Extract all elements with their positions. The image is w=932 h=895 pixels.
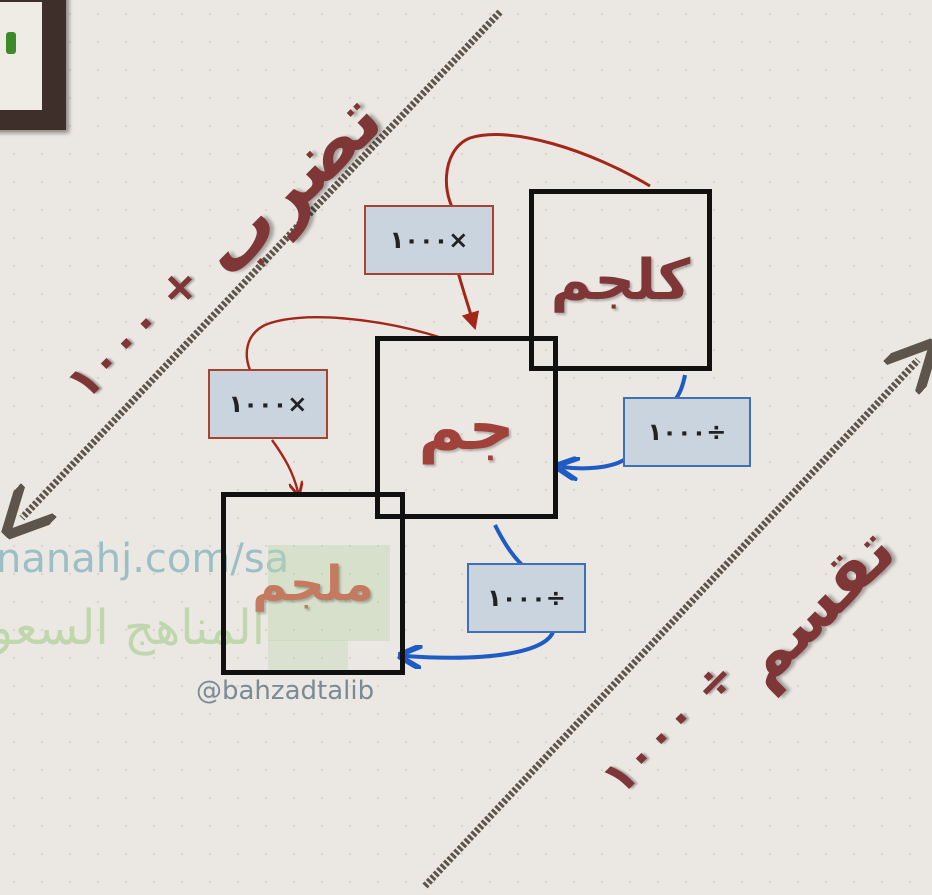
kg-to-g-label: ١٠٠٠×	[364, 205, 494, 275]
kilogram-box: كلجم	[529, 189, 712, 371]
author-handle: @bahzadtalib	[196, 676, 375, 706]
site-watermark: nanahj.com/sa	[0, 536, 290, 582]
divide-big-arrow	[422, 360, 918, 889]
kg-divide-arrow-tail	[562, 460, 625, 468]
photo-frame	[0, 0, 66, 130]
g-to-mg-arrow	[245, 316, 443, 371]
kg-to-g-arrow-tail	[456, 271, 479, 331]
kg-to-g-arrow	[444, 133, 651, 224]
g-to-mg-label: ١٠٠٠×	[208, 369, 328, 439]
watermark-block	[268, 545, 390, 641]
kilogram-label: كلجم	[550, 247, 691, 313]
g-divide-arrow-tail	[405, 631, 555, 658]
milligram-label: ملجم	[252, 555, 374, 612]
site-arabic-watermark: المناهج السعو	[0, 600, 266, 656]
gram-label: جم	[418, 390, 515, 465]
mg-to-g-label: ١٠٠٠÷	[467, 563, 586, 633]
gram-box: جم	[375, 336, 558, 519]
multiply-big-arrow	[22, 9, 503, 518]
g-to-mg-arrow-tail	[271, 439, 298, 492]
milligram-box: ملجم	[221, 492, 405, 675]
g-to-kg-label: ١٠٠٠÷	[623, 397, 751, 467]
watermark-block-2	[268, 640, 348, 670]
